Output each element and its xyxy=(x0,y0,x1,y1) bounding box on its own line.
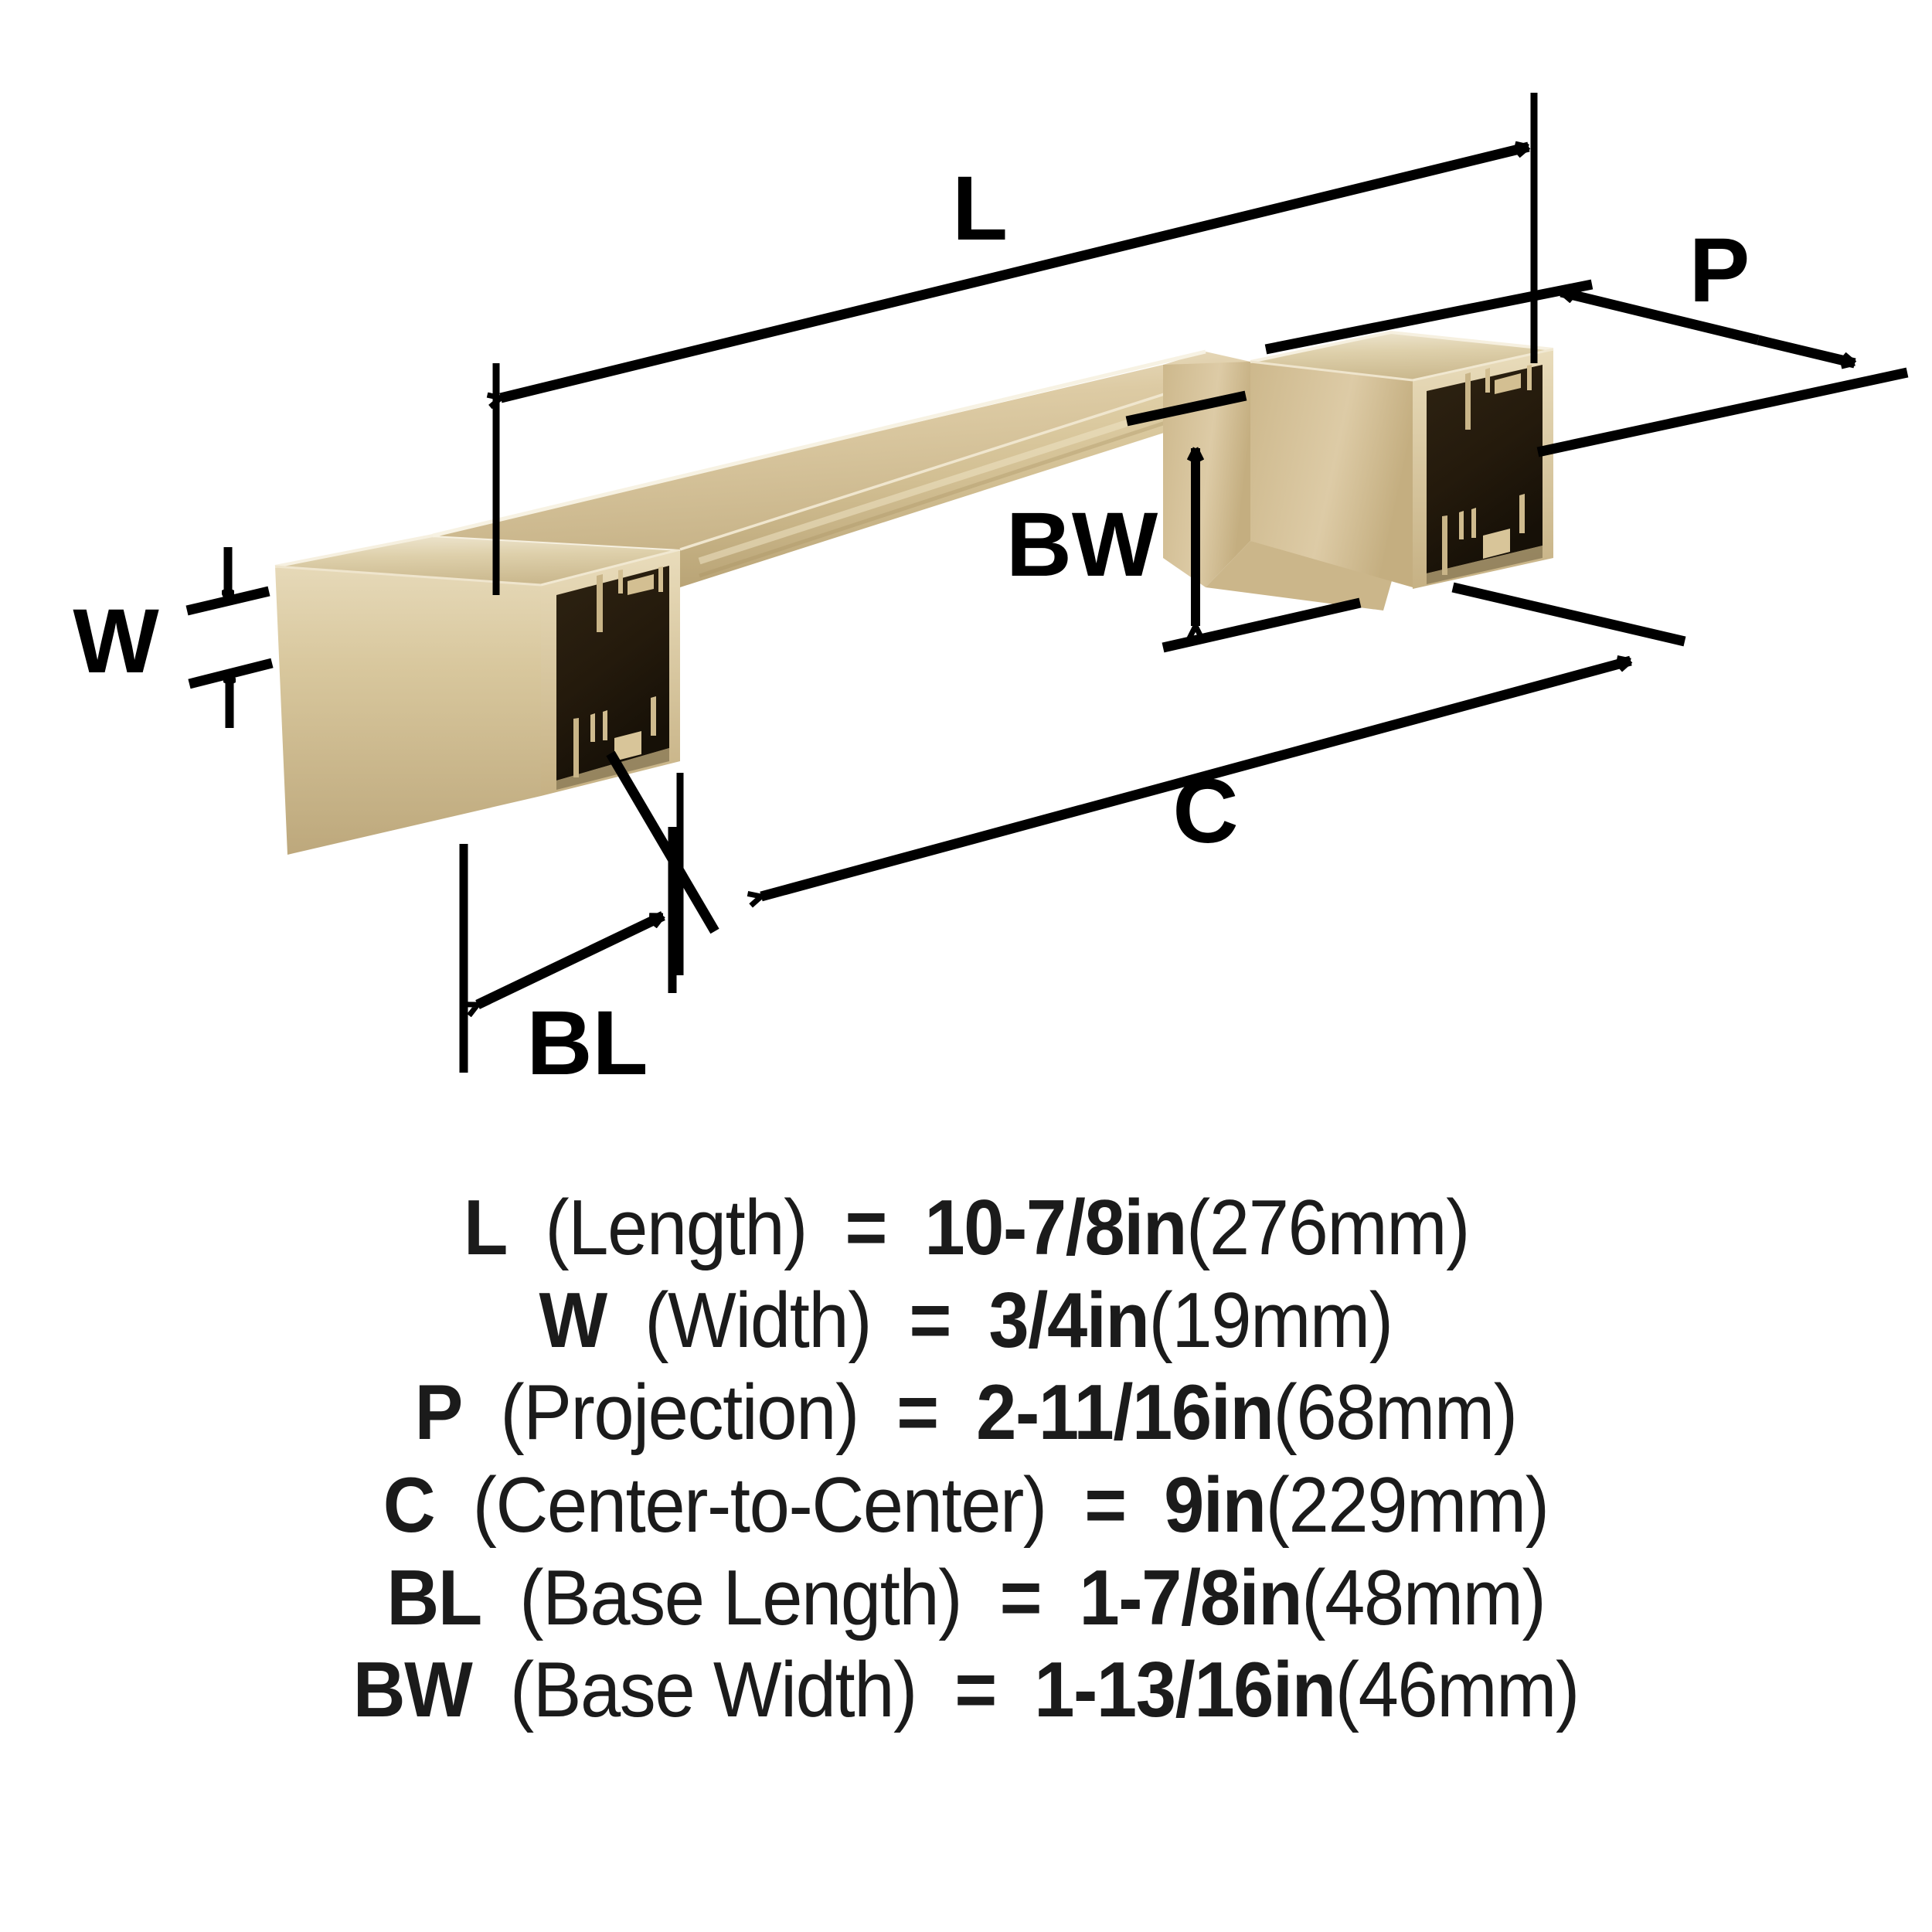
spec-imperial-C: 9in xyxy=(1164,1462,1267,1549)
spec-metric-C: (229mm) xyxy=(1265,1462,1549,1549)
spec-row-base-width: BW (Base Width) = 1-13/16in(46mm) xyxy=(352,1645,1580,1737)
right-base xyxy=(1163,330,1554,611)
spec-symbol-L: L xyxy=(463,1185,507,1271)
spec-equals-BW: = xyxy=(954,1647,998,1734)
spec-imperial-L: 10-7/8in xyxy=(923,1185,1187,1271)
spec-imperial-BW: 1-13/16in xyxy=(1034,1647,1336,1734)
spec-row-projection: P (Projection) = 2-11/16in(68mm) xyxy=(415,1367,1519,1460)
spec-metric-P: (68mm) xyxy=(1273,1369,1519,1457)
spec-equals-C: = xyxy=(1084,1462,1128,1549)
spec-name-P: (Projection) xyxy=(500,1369,860,1457)
left-base xyxy=(274,533,681,855)
spec-name-BW: (Base Width) xyxy=(510,1647,918,1734)
dimension-W: W xyxy=(73,547,274,728)
spec-row-width: W (Width) = 3/4in(19mm) xyxy=(539,1275,1394,1368)
spec-name-L: (Length) xyxy=(544,1185,808,1271)
spec-equals-L: = xyxy=(844,1185,887,1271)
dimension-label-W: W xyxy=(73,590,159,692)
spec-symbol-W: W xyxy=(539,1277,608,1364)
spec-row-length: L (Length) = 10-7/8in(276mm) xyxy=(463,1182,1469,1275)
spec-row-base-length: BL (Base Length) = 1-7/8in(48mm) xyxy=(386,1553,1546,1645)
dimension-label-P: P xyxy=(1689,219,1750,321)
spec-metric-BW: (46mm) xyxy=(1335,1647,1580,1734)
dimension-diagram: L P W xyxy=(73,93,1909,1094)
dimension-label-L: L xyxy=(952,158,1008,260)
dimension-label-BW: BW xyxy=(1006,494,1158,596)
specification-list: L (Length) = 10-7/8in(276mm) W (Width) =… xyxy=(0,1182,1932,1901)
spec-equals-W: = xyxy=(909,1277,952,1364)
dimension-L: L xyxy=(496,93,1538,595)
spec-name-W: (Width) xyxy=(645,1277,872,1364)
spec-imperial-P: 2-11/16in xyxy=(976,1369,1274,1457)
spec-imperial-BL: 1-7/8in xyxy=(1079,1554,1303,1641)
spec-metric-BL: (48mm) xyxy=(1301,1554,1546,1641)
dimension-P: P xyxy=(1264,219,1909,457)
spec-equals-BL: = xyxy=(999,1554,1043,1641)
pull-handle-render xyxy=(274,330,1554,855)
dimension-label-BL: BL xyxy=(526,992,648,1094)
spec-symbol-BL: BL xyxy=(386,1554,482,1641)
spec-metric-W: (19mm) xyxy=(1148,1277,1394,1364)
spec-name-C: (Center-to-Center) xyxy=(472,1462,1048,1549)
dimension-BW: BW xyxy=(1006,390,1362,653)
dimension-label-C: C xyxy=(1172,760,1238,862)
spec-symbol-BW: BW xyxy=(352,1647,473,1734)
spec-symbol-C: C xyxy=(383,1462,436,1549)
spec-equals-P: = xyxy=(896,1369,940,1457)
spec-metric-L: (276mm) xyxy=(1185,1185,1469,1271)
spec-imperial-W: 3/4in xyxy=(988,1277,1150,1364)
dimension-BL: BL xyxy=(459,750,719,1094)
spec-row-center-to-center: C (Center-to-Center) = 9in(229mm) xyxy=(383,1460,1549,1553)
spec-symbol-P: P xyxy=(415,1369,464,1457)
spec-name-BL: (Base Length) xyxy=(519,1554,962,1641)
